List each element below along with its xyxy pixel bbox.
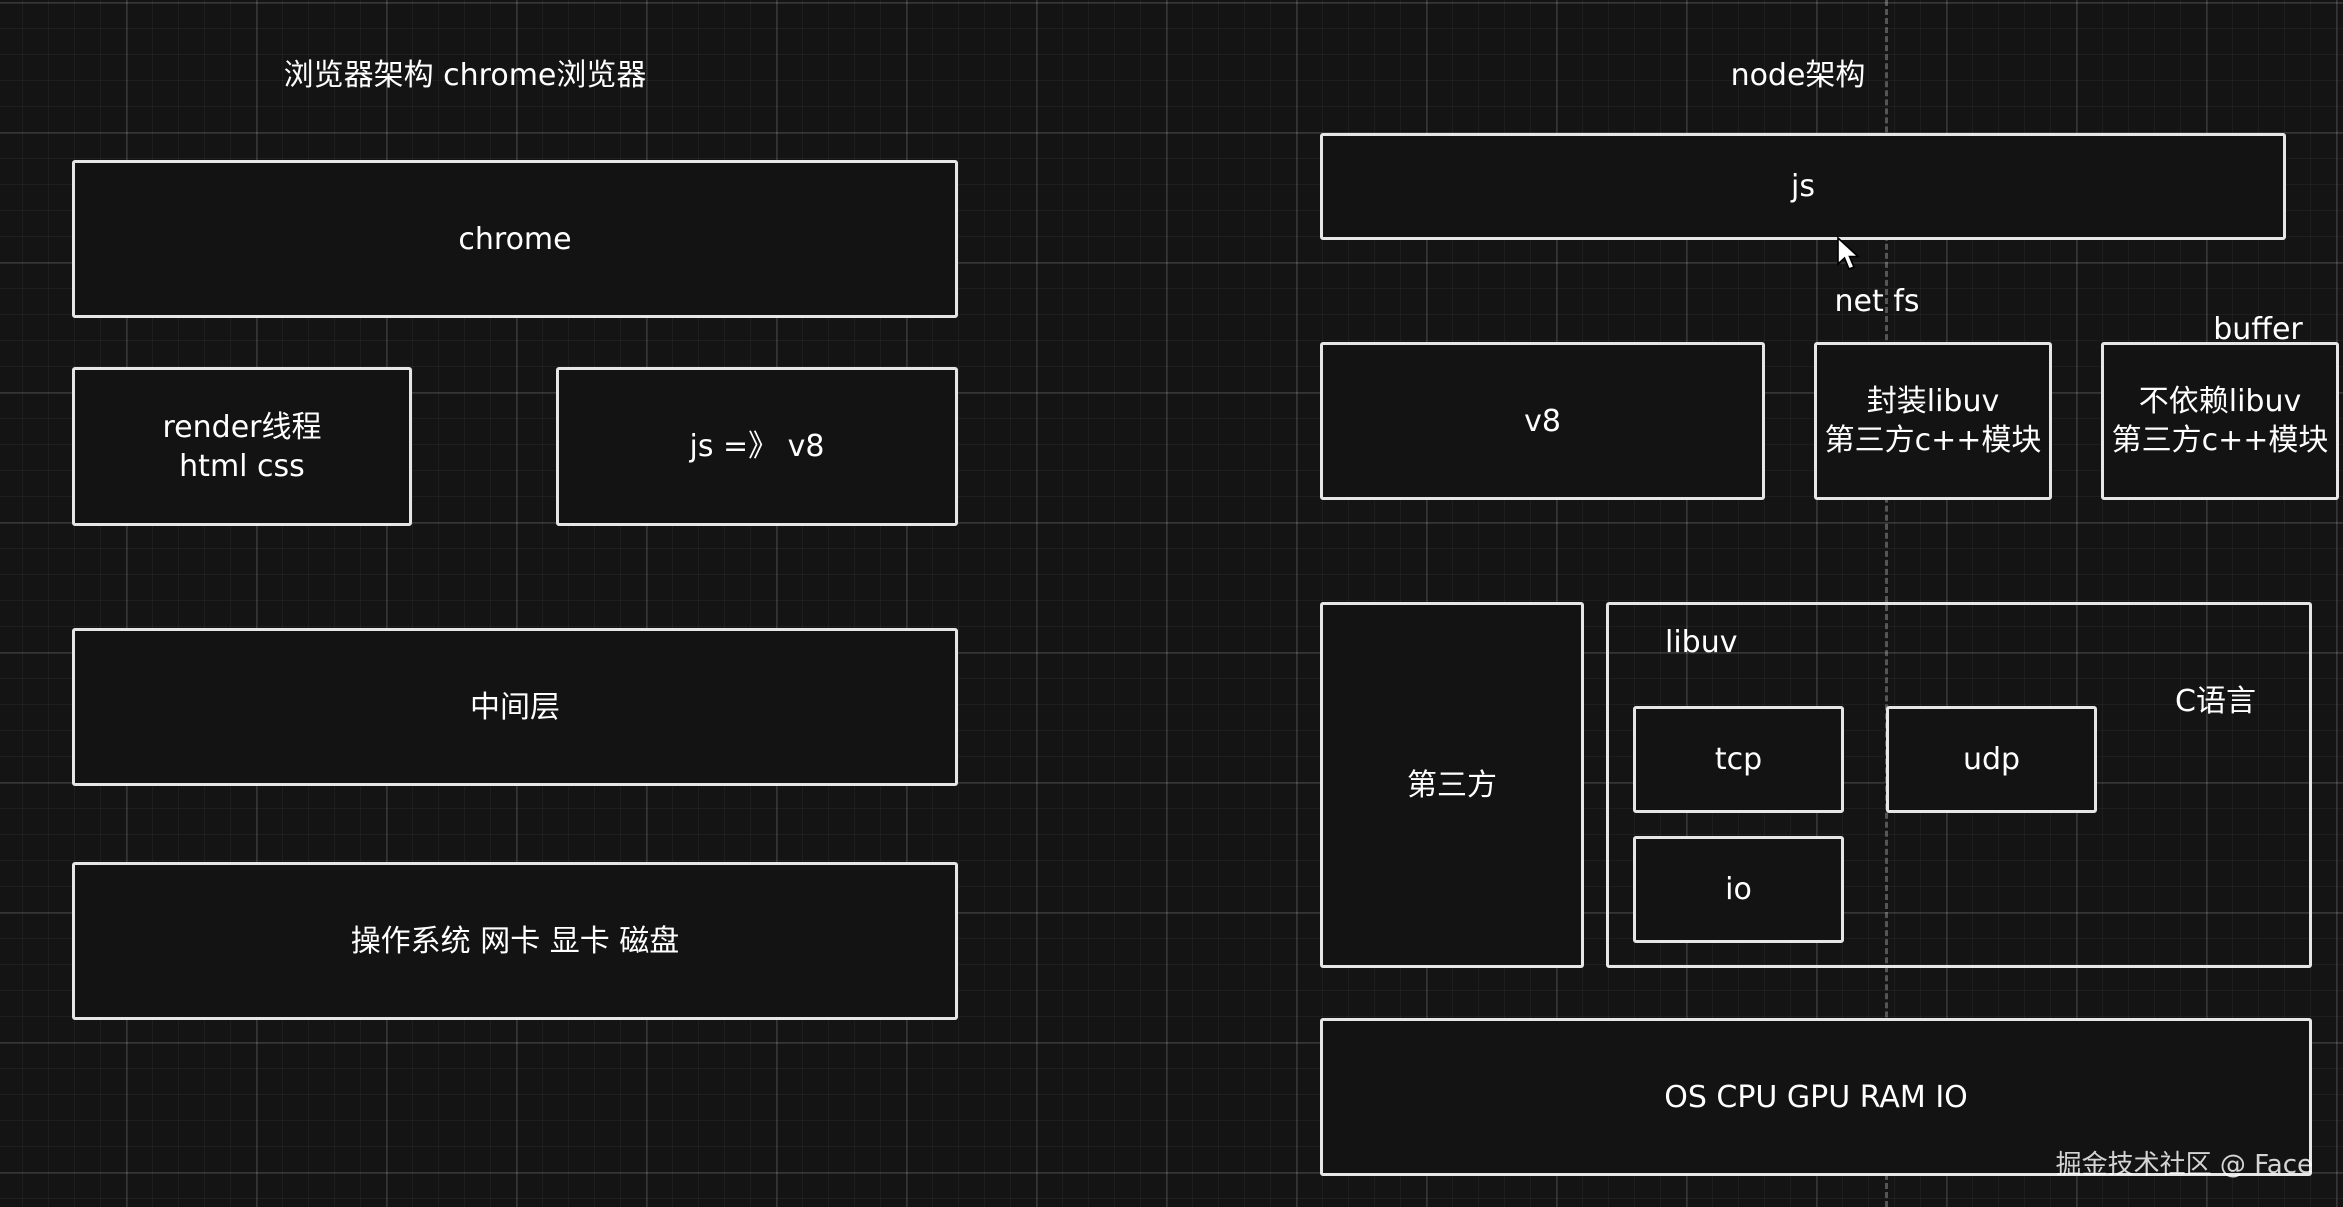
- render-thread-box: render线程 html css: [72, 367, 412, 526]
- c-language-label: C语言: [2175, 684, 2256, 719]
- third-party-cpp-module-label-2: 第三方c++模块: [2111, 423, 2329, 458]
- js-v8-box: js =》 v8: [556, 367, 958, 526]
- libuv-container: [1606, 602, 2312, 968]
- os-cpu-gpu-ram-io-box: OS CPU GPU RAM IO: [1320, 1018, 2312, 1176]
- os-hardware-box: 操作系统 网卡 显卡 磁盘: [72, 862, 958, 1020]
- buffer-label: buffer: [2213, 312, 2303, 347]
- render-thread-label: render线程: [162, 409, 322, 445]
- third-party-cpp-module-label: 第三方c++模块: [1824, 423, 2042, 458]
- net-fs-label: net fs: [1834, 284, 1920, 319]
- udp-box: udp: [1886, 706, 2097, 813]
- wrap-libuv-label: 封装libuv: [1866, 384, 2000, 419]
- node-architecture-title: node架构: [1730, 58, 1866, 93]
- watermark: 掘金技术社区 @ Face: [2055, 1150, 2313, 1180]
- v8-box: v8: [1320, 342, 1765, 500]
- libuv-wrapped-module-box: 封装libuv 第三方c++模块: [1814, 342, 2052, 500]
- third-party-box: 第三方: [1320, 602, 1584, 968]
- html-css-label: html css: [179, 448, 305, 484]
- io-box: io: [1633, 836, 1844, 943]
- independent-module-box: 不依赖libuv 第三方c++模块: [2101, 342, 2339, 500]
- chrome-box: chrome: [72, 160, 958, 318]
- js-box: js: [1320, 133, 2286, 240]
- libuv-label: libuv: [1665, 625, 1738, 660]
- mouse-pointer-icon: [1837, 236, 1861, 271]
- middle-layer-box: 中间层: [72, 628, 958, 786]
- no-libuv-label: 不依赖libuv: [2138, 384, 2302, 419]
- tcp-box: tcp: [1633, 706, 1844, 813]
- browser-architecture-title: 浏览器架构 chrome浏览器: [283, 58, 647, 93]
